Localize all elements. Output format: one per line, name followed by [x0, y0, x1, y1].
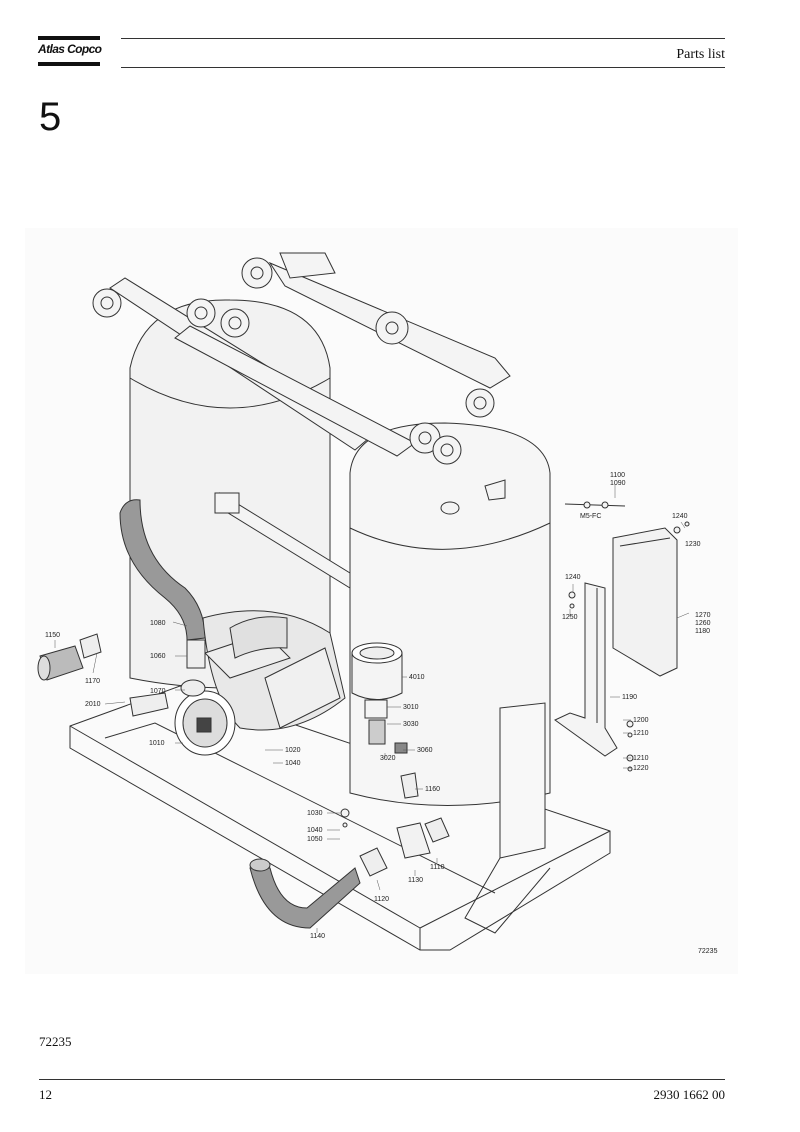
- callout-3030: 3030: [403, 721, 419, 728]
- callout-1230: 1230: [685, 541, 701, 548]
- callout-1240: 1240: [672, 513, 688, 520]
- callout-1120: 1120: [374, 896, 389, 903]
- page-title: Parts list: [676, 47, 725, 62]
- callout-1090: 1090: [610, 480, 626, 487]
- callout-1170: 1170: [85, 678, 100, 685]
- callout-2010: 2010: [85, 701, 101, 708]
- figure-caption: 72235: [39, 1034, 72, 1049]
- callout-1260: 1260: [695, 620, 711, 627]
- brand-name: Atlas Copco: [38, 42, 102, 56]
- callout-1150: 1150: [45, 632, 60, 639]
- callout-1010: 1010: [149, 740, 165, 747]
- page-number: 12: [39, 1087, 52, 1102]
- callout-1180: 1180: [695, 628, 710, 635]
- drawing-svg: 1100 1090 M5-FC 1240 1230 1240 1250 1270…: [37, 252, 718, 955]
- drawing-number: 72235: [698, 948, 718, 955]
- callout-1040: 1040: [285, 760, 301, 767]
- footer-rule: [39, 1079, 725, 1080]
- callout-1130: 1130: [408, 877, 423, 884]
- callout-1040-lower: 1040: [307, 827, 323, 834]
- callout-1140: 1140: [310, 933, 325, 940]
- assembly-sub-label: M5-FC: [580, 513, 601, 520]
- callout-1270: 1270: [695, 612, 711, 619]
- header-rule-top: [121, 38, 725, 39]
- leader-lines: [54, 484, 690, 933]
- callout-1160: 1160: [425, 786, 440, 793]
- document-number: 2930 1662 00: [653, 1087, 726, 1102]
- callout-1060: 1060: [150, 653, 166, 660]
- callout-1100: 1100: [610, 472, 625, 479]
- callout-1220: 1220: [633, 765, 649, 772]
- callout-1110: 1110: [430, 864, 445, 871]
- callout-1240-lower: 1240: [565, 574, 581, 581]
- exploded-view-drawing: 1100 1090 M5-FC 1240 1230 1240 1250 1270…: [25, 228, 738, 974]
- callout-1250: 1250: [562, 614, 578, 621]
- callout-1210-lower: 1210: [633, 755, 649, 762]
- header-rule-bottom: [121, 67, 725, 68]
- callout-1210: 1210: [633, 730, 649, 737]
- callout-1050: 1050: [307, 836, 323, 843]
- callout-1030: 1030: [307, 810, 323, 817]
- callout-3020: 3020: [380, 755, 396, 762]
- callout-3010: 3010: [403, 704, 419, 711]
- callout-3060: 3060: [417, 747, 433, 754]
- section-number: 5: [39, 95, 62, 139]
- callout-1070: 1070: [150, 688, 166, 695]
- callout-1200: 1200: [633, 717, 649, 724]
- callout-1080: 1080: [150, 620, 166, 627]
- brand-logo: Atlas Copco: [38, 36, 102, 70]
- callout-4010: 4010: [409, 674, 425, 681]
- callout-1020: 1020: [285, 747, 301, 754]
- callout-labels: 1100 1090 M5-FC 1240 1230 1240 1250 1270…: [45, 472, 718, 955]
- line-art: [37, 252, 690, 951]
- callout-1190: 1190: [622, 694, 637, 701]
